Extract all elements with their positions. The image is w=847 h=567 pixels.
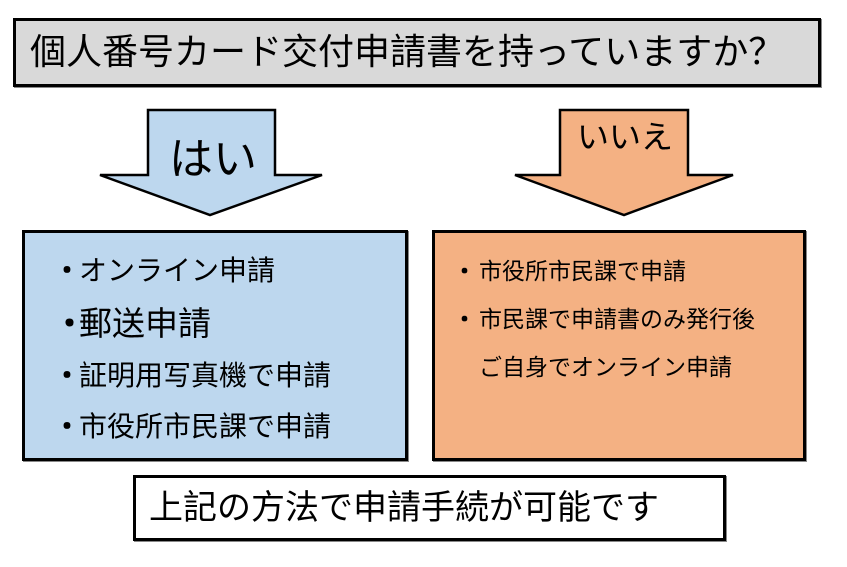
bullet-icon: ・ [453, 259, 476, 285]
no-arrow [514, 108, 734, 217]
no-option-label: 市役所市民課で申請 [479, 259, 686, 285]
no-arrow-label: いいえ [576, 118, 673, 156]
bullet-icon: ・ [53, 358, 82, 392]
bullet-icon: ・ [53, 304, 86, 343]
yes-arrow-label: はい [169, 134, 257, 185]
no-option-label: 市民課で申請書のみ発行後 [479, 307, 755, 333]
yes-option-item: ・ 市役所市民課で申請 [53, 399, 405, 450]
bullet-icon: ・ [53, 253, 82, 287]
yes-option-label: オンライン申請 [79, 253, 276, 287]
conclusion-box: 上記の方法で申請手続が可能です [133, 475, 726, 541]
yes-option-item: ・ 証明用写真機で申請 [53, 348, 405, 399]
conclusion-text: 上記の方法で申請手続が可能です [149, 488, 659, 528]
yes-option-item: ・ 郵送申請 [53, 294, 405, 348]
yes-option-label: 証明用写真機で申請 [79, 358, 332, 392]
no-options-box: ・ 市役所市民課で申請 ・ 市民課で申請書のみ発行後 ご自身でオンライン申請 [432, 230, 806, 461]
no-option-label: ご自身でオンライン申請 [479, 355, 732, 381]
yes-option-label: 市役所市民課で申請 [79, 409, 332, 443]
bullet-icon: ・ [453, 307, 476, 333]
question-title: 個人番号カード交付申請書を持っていますか？ [30, 32, 785, 73]
yes-option-label: 郵送申請 [79, 304, 211, 343]
no-option-item-continuation: ご自身でオンライン申請 [453, 341, 803, 389]
yes-option-item: ・ オンライン申請 [53, 243, 405, 294]
no-option-item: ・ 市役所市民課で申請 [453, 245, 803, 293]
bullet-icon: ・ [53, 409, 82, 443]
yes-options-box: ・ オンライン申請 ・ 郵送申請 ・ 証明用写真機で申請 ・ 市役所市民課で申請 [22, 230, 408, 461]
question-title-box: 個人番号カード交付申請書を持っていますか？ [13, 18, 821, 87]
yes-arrow [99, 108, 323, 217]
no-option-item: ・ 市民課で申請書のみ発行後 [453, 293, 803, 341]
